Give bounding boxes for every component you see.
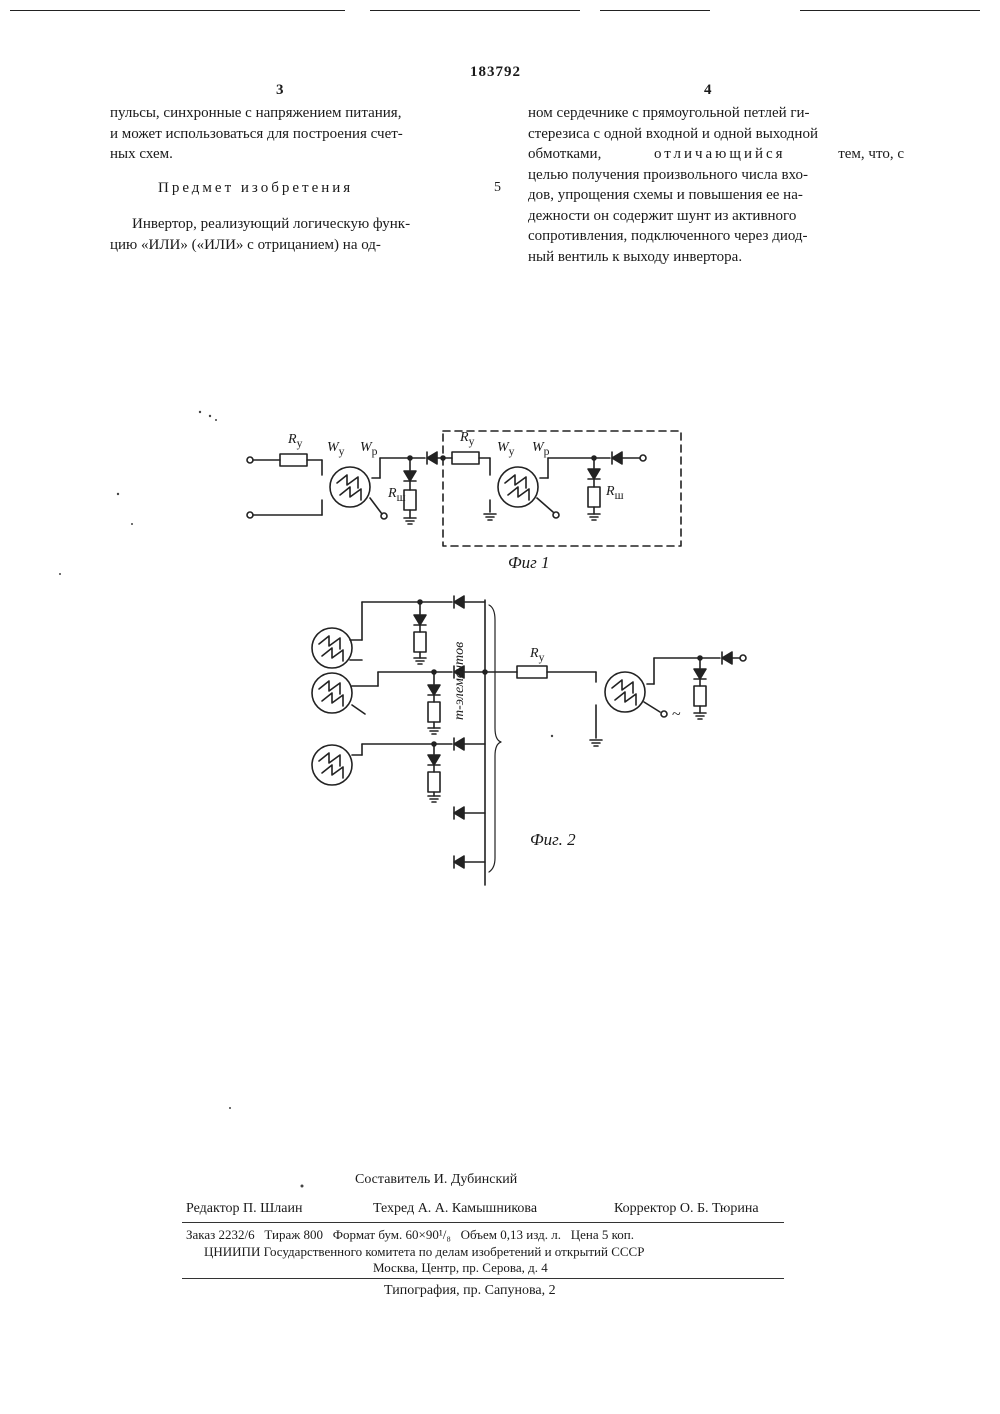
terminal-output-fig2 (740, 655, 746, 661)
address-line: Москва, Центр, пр. Серова, д. 4 (373, 1260, 548, 1276)
label-rsh-right: Rш (606, 484, 624, 502)
label-ry-left: Rу (288, 432, 302, 450)
institute-line: ЦНИИПИ Государственного комитета по дела… (204, 1244, 644, 1260)
resistor-rsh-left (404, 490, 416, 510)
terminal-out-left (381, 513, 387, 519)
diode-shunt-right (588, 469, 600, 479)
core-element-3 (312, 745, 352, 785)
corrector-line: Корректор О. Б. Тюрина (614, 1201, 759, 1217)
magnetic-core-left (330, 467, 370, 507)
diode-coupling (427, 452, 437, 464)
core-element-1 (312, 628, 352, 668)
editor-line: Редактор П. Шлаин (186, 1201, 302, 1217)
figure-1-caption: Фиг 1 (508, 553, 550, 573)
label-ac-symbol: ~ (672, 706, 681, 724)
order-line: Заказ 2232/6 Тираж 800 Формат бум. 60×90… (186, 1227, 634, 1243)
label-wp-left: Wр (360, 440, 378, 458)
figure-2-caption: Фиг. 2 (530, 830, 576, 850)
dashed-inverter-block (443, 431, 681, 546)
core-output (605, 672, 645, 712)
label-wp-right: Wр (532, 440, 550, 458)
compiler-line: Составитель И. Дубинский (355, 1172, 517, 1188)
core-element-2 (312, 673, 352, 713)
diode-input-right (612, 452, 622, 464)
footer-rule-1 (182, 1222, 784, 1223)
techred-line: Техред А. А. Камышникова (373, 1201, 537, 1217)
terminal-in-1 (247, 457, 253, 463)
resistor-ry-left (280, 454, 307, 466)
terminal-input-right (640, 455, 646, 461)
terminal-ac (661, 711, 667, 717)
label-ry-right: Rу (460, 430, 474, 448)
terminal-in-2 (247, 512, 253, 518)
terminal-out-right (553, 512, 559, 518)
extra-diode-1 (454, 807, 464, 819)
resistor-rsh-right (588, 487, 600, 507)
magnetic-core-right (498, 467, 538, 507)
label-bus: m-элементов (452, 642, 468, 720)
footer-rule-2 (182, 1278, 784, 1279)
label-wy-left: Wу (327, 440, 345, 458)
bus-brace (489, 605, 501, 872)
label-ry-fig2: Rу (530, 646, 544, 664)
diode-output-fig2 (722, 652, 732, 664)
extra-diode-2 (454, 856, 464, 868)
figure-2 (312, 596, 746, 885)
diode-shunt-left (404, 471, 416, 481)
printing-line: Типография, пр. Сапунова, 2 (384, 1283, 556, 1299)
label-wy-right: Wу (497, 440, 515, 458)
resistor-ry-right (452, 452, 479, 464)
resistor-ry-fig2 (517, 666, 547, 678)
scan-specks (59, 411, 553, 1188)
label-rsh-left: Rш (388, 486, 406, 504)
